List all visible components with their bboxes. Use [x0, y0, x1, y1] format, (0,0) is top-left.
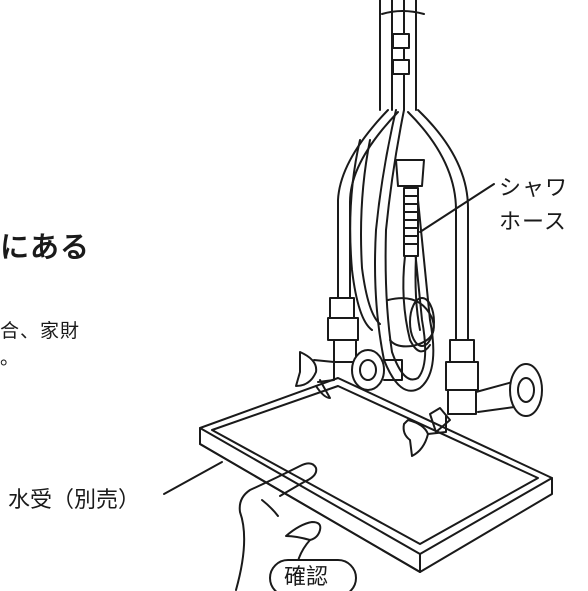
shower-hose-label-line1: シャワ [499, 176, 569, 201]
body-text-line2: 。 [0, 347, 20, 369]
right-valve [402, 339, 543, 457]
check-label: 確認 [284, 565, 329, 590]
wall-fitting [387, 297, 435, 348]
shower-hose [395, 159, 431, 353]
shower-hose-leader [419, 183, 495, 233]
shower-hose-label-line2: ホース [499, 210, 567, 235]
supply-hoses [337, 0, 469, 392]
water-tray-label: 水受（別売） [8, 488, 141, 513]
water-tray-leader [163, 461, 223, 495]
body-text-line1: 合、家財 [0, 320, 81, 342]
left-valve [295, 297, 403, 399]
water-tray [199, 377, 553, 573]
check-bubble [269, 559, 357, 591]
section-heading: にある [0, 230, 91, 264]
